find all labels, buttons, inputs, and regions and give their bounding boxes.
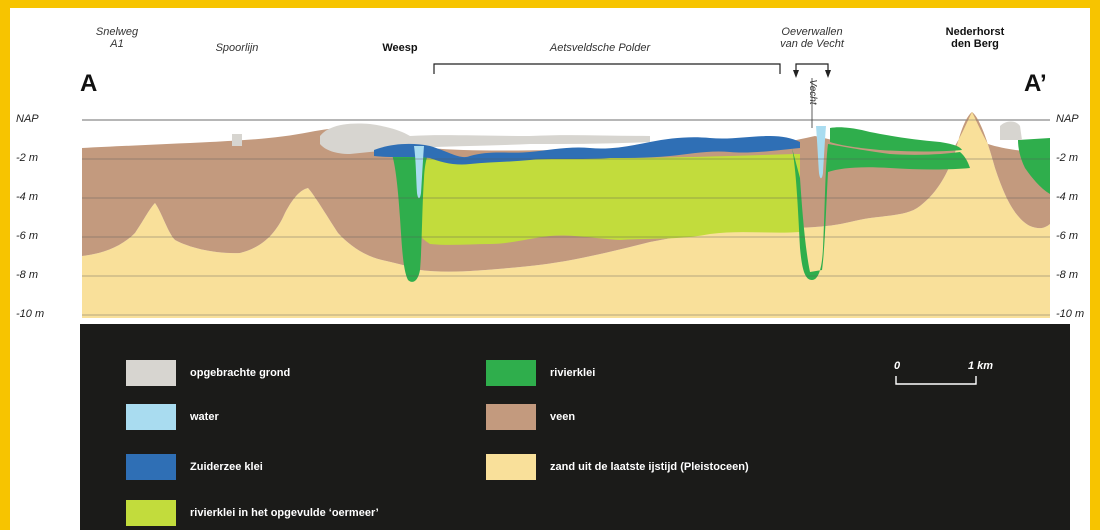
layer-opgebrachte-grond-right bbox=[1000, 121, 1022, 140]
depth-label: -2 m bbox=[1056, 152, 1078, 164]
label-nederhorst-den-berg: Nederhorst den Berg bbox=[945, 26, 1005, 50]
endpoint-a-prime: A’ bbox=[1024, 70, 1047, 97]
layer-rivierklei-bank bbox=[830, 127, 962, 152]
legend-label-zand: zand uit de laatste ijstijd (Pleistoceen… bbox=[550, 461, 749, 473]
legend-item-zand: zand uit de laatste ijstijd (Pleistoceen… bbox=[486, 454, 749, 480]
scale-bar-line bbox=[895, 376, 977, 385]
layer-opgebrachte-grond-spoor bbox=[232, 134, 242, 146]
legend-item-water: water bbox=[126, 404, 219, 430]
legend-label-water: water bbox=[190, 411, 219, 423]
depth-label: -10 m bbox=[1056, 308, 1085, 320]
legend: opgebrachte grond water Zuiderzee klei r… bbox=[80, 324, 1070, 530]
label-spoorlijn: Spoorlijn bbox=[215, 42, 259, 54]
layer-oermeer-klei bbox=[410, 154, 800, 245]
depth-label: NAP bbox=[16, 113, 39, 125]
legend-label-rivierklei: rivierklei bbox=[550, 367, 596, 379]
legend-label-oermeer-klei: rivierklei in het opgevulde ‘oermeer’ bbox=[190, 507, 379, 519]
depth-label: -8 m bbox=[16, 269, 38, 281]
legend-swatch-oermeer-klei bbox=[126, 500, 176, 526]
depth-label: -10 m bbox=[16, 308, 45, 320]
label-weesp: Weesp bbox=[382, 42, 418, 54]
layer-rivierklei-vecht bbox=[792, 144, 970, 280]
depth-label: -4 m bbox=[1056, 191, 1078, 203]
legend-label-zuiderzee-klei: Zuiderzee klei bbox=[190, 461, 263, 473]
depth-label: -2 m bbox=[16, 152, 38, 164]
legend-label-veen: veen bbox=[550, 411, 576, 423]
vecht-bracket bbox=[795, 63, 829, 74]
layer-water-vecht bbox=[816, 126, 826, 179]
legend-swatch-zand bbox=[486, 454, 536, 480]
scale-bar-end: 1 km bbox=[968, 360, 994, 372]
legend-item-veen: veen bbox=[486, 404, 575, 430]
label-vecht: Vecht bbox=[807, 79, 818, 105]
legend-label-opgebrachte-grond: opgebrachte grond bbox=[190, 367, 291, 379]
legend-swatch-veen bbox=[486, 404, 536, 430]
layer-zuiderzee-klei bbox=[374, 136, 800, 165]
legend-item-oermeer-klei: rivierklei in het opgevulde ‘oermeer’ bbox=[126, 500, 379, 526]
label-aetsveldsche-polder: Aetsveldsche Polder bbox=[549, 42, 651, 54]
legend-item-opgebrachte-grond: opgebrachte grond bbox=[126, 360, 290, 386]
endpoint-a: A bbox=[80, 70, 98, 97]
depth-label: -4 m bbox=[16, 191, 38, 203]
depth-label: NAP bbox=[1056, 113, 1079, 125]
layer-rivierklei-right bbox=[1018, 138, 1050, 194]
cross-section-figure: Snelweg A1 Spoorlijn Weesp Aetsveldsche … bbox=[10, 8, 1090, 530]
scale-bar: 0 1 km bbox=[894, 350, 994, 390]
depth-label: -6 m bbox=[16, 230, 38, 242]
legend-swatch-water bbox=[126, 404, 176, 430]
polder-bracket bbox=[433, 63, 781, 74]
legend-swatch-rivierklei bbox=[486, 360, 536, 386]
legend-swatch-zuiderzee-klei bbox=[126, 454, 176, 480]
vecht-arrow-right bbox=[825, 70, 831, 78]
vecht-arrow-left bbox=[793, 70, 799, 78]
geological-cross-section bbox=[82, 63, 1050, 318]
depth-gridlines-overlay bbox=[82, 119, 1050, 316]
scale-bar-start: 0 bbox=[894, 360, 901, 372]
label-snelweg-a1: Snelweg A1 bbox=[95, 26, 139, 50]
depth-label: -6 m bbox=[1056, 230, 1078, 242]
legend-item-rivierklei: rivierklei bbox=[486, 360, 595, 386]
depth-label: -8 m bbox=[1056, 269, 1078, 281]
legend-swatch-opgebrachte-grond bbox=[126, 360, 176, 386]
legend-item-zuiderzee-klei: Zuiderzee klei bbox=[126, 454, 263, 480]
label-oeverwallen: Oeverwallen van de Vecht bbox=[780, 26, 844, 50]
